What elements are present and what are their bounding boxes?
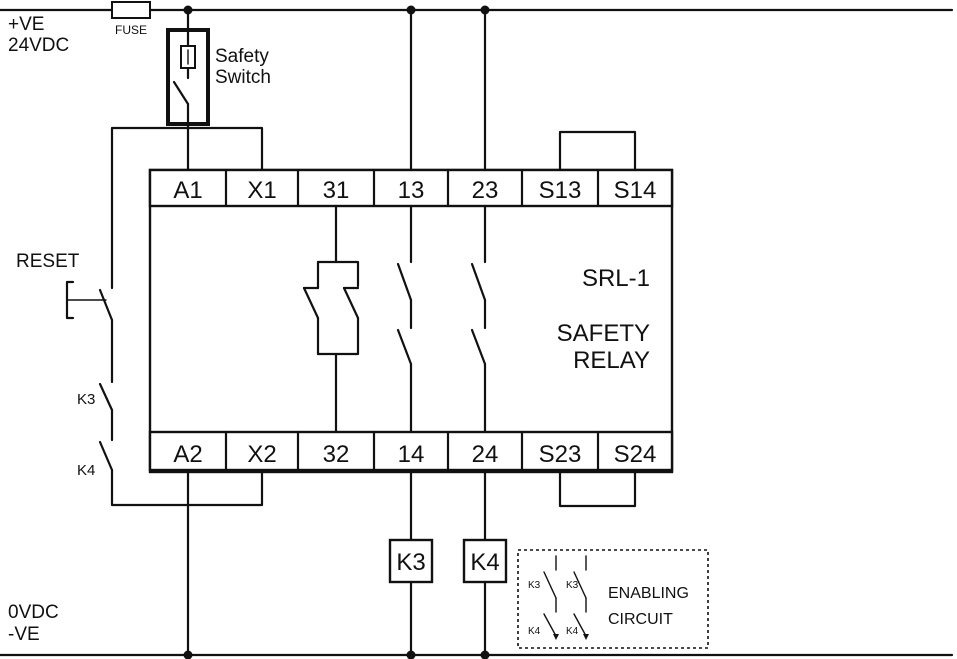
terminal-23: 23 (472, 177, 499, 204)
contact-k4-label: K4 (77, 462, 95, 479)
terminal-s13: S13 (539, 177, 582, 204)
safety-switch-label: Safety (215, 46, 269, 67)
terminal-32: 32 (323, 441, 350, 468)
terminal-x1: X1 (247, 177, 276, 204)
enabling-contact-label: K4 (528, 626, 541, 637)
enabling-contact-label: K4 (566, 626, 579, 637)
nc-contact-31-32 (302, 204, 360, 434)
coil-k4-label: K4 (470, 549, 499, 576)
safety-switch-label-line2: Switch (215, 67, 271, 88)
enabling-circuit (517, 549, 709, 649)
enabling-circuit-label: ENABLING (608, 585, 689, 602)
jumper-s13-s14 (558, 130, 637, 172)
no-contact-23-24 (470, 204, 487, 434)
terminal-14: 14 (398, 441, 425, 468)
enabling-contact-label: K3 (566, 580, 579, 591)
terminal-s23: S23 (539, 441, 582, 468)
terminal-s14: S14 (614, 177, 657, 204)
reset-button-symbol (65, 280, 107, 320)
contact-k3-label: K3 (77, 391, 95, 408)
terminal-a2: A2 (173, 441, 202, 468)
supply-negative-label: -VE (8, 624, 40, 645)
relay-model: SRL-1 (582, 265, 650, 292)
fuse-symbol (111, 1, 151, 19)
enabling-contact-label: K3 (528, 580, 541, 591)
safety-switch (166, 8, 210, 174)
coil-k3-label: K3 (396, 549, 425, 576)
fuse-label: FUSE (115, 23, 147, 37)
enabling-circuit-label-line2: CIRCUIT (608, 611, 673, 628)
reset-label: RESET (16, 251, 80, 272)
supply-positive-label: +VE (8, 14, 44, 35)
bottom-terminal-strip (148, 430, 674, 472)
supply-positive-voltage: 24VDC (8, 35, 69, 56)
no-contact-13-14 (396, 204, 413, 434)
coil-k3 (388, 538, 434, 584)
reset-loop-wiring (98, 126, 264, 507)
supply-negative-voltage: 0VDC (8, 602, 59, 623)
terminal-x2: X2 (247, 441, 276, 468)
relay-name: SAFETY (557, 320, 650, 347)
junction-dots (183, 5, 490, 659)
terminal-24: 24 (472, 441, 499, 468)
coil-k4 (462, 538, 508, 584)
terminal-13: 13 (398, 177, 425, 204)
jumper-s23-s24 (558, 470, 637, 508)
terminal-31: 31 (323, 177, 350, 204)
terminal-a1: A1 (173, 177, 202, 204)
terminal-s24: S24 (614, 441, 657, 468)
relay-name-line2: RELAY (573, 347, 650, 374)
